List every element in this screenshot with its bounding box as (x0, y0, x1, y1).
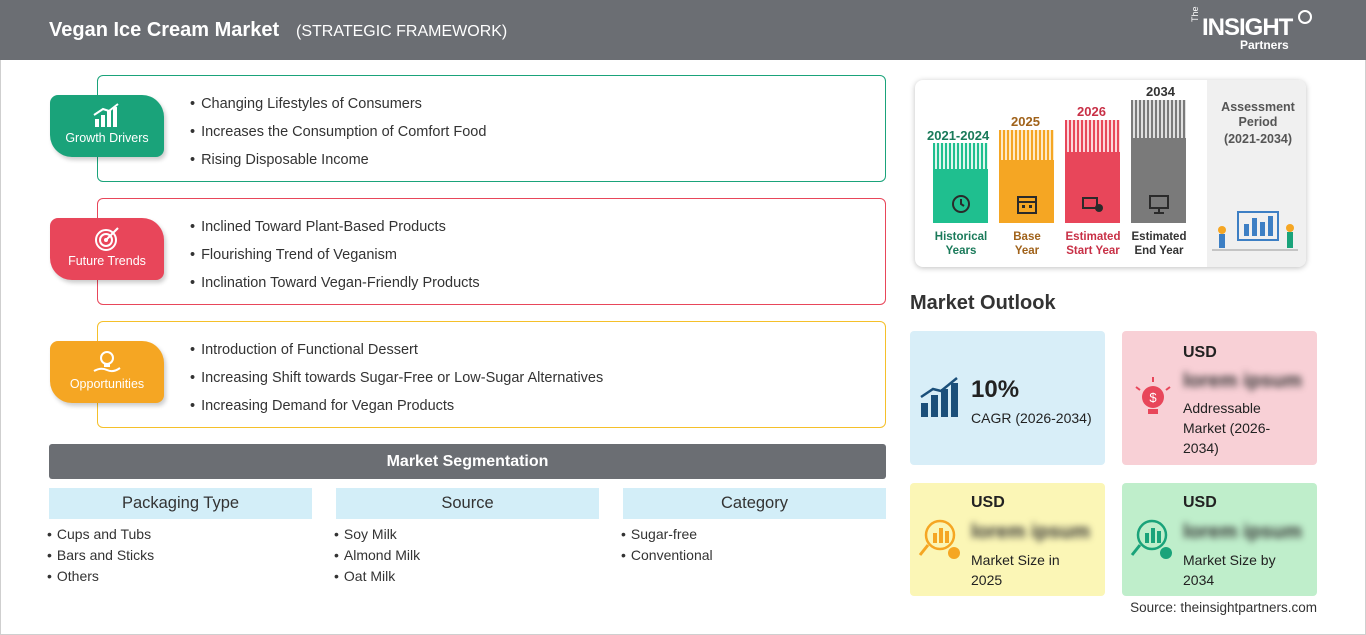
list-item: Inclination Toward Vegan-Friendly Produc… (190, 275, 480, 303)
period-label-start: Estimated Start Year (1058, 230, 1128, 258)
idea-dollar-icon: $ (1135, 377, 1171, 414)
segment-list-source: Soy Milk Almond Milk Oat Milk (334, 526, 420, 589)
assessment-period-label: Assessment Period (1221, 100, 1295, 129)
list-item: Increases the Consumption of Comfort Foo… (190, 124, 486, 152)
period-label-line1: Base (1013, 231, 1041, 243)
start-icon (1082, 197, 1103, 212)
future-trends-badge: Future Trends (50, 218, 164, 280)
period-label-line2: Start Year (1066, 245, 1120, 257)
svg-text:$: $ (1149, 390, 1157, 405)
coin-chart-icon (1130, 519, 1172, 559)
growth-drivers-badge: Growth Drivers (50, 95, 164, 157)
opportunities-badge: Opportunities (50, 341, 164, 403)
period-label-line2: Years (945, 245, 977, 257)
size-2034-label: Market Size by 2034 (1183, 552, 1276, 588)
future-trends-label: Future Trends (68, 254, 146, 268)
calendar-icon (1017, 196, 1037, 214)
period-year-end: 2034 (1146, 84, 1175, 99)
source-credit: Source: theinsightpartners.com (1130, 600, 1317, 615)
period-label-line2: End Year (1134, 245, 1184, 257)
logo-insight: INSIGHT (1202, 14, 1293, 41)
market-size-2034-card: USD lorem ipsum Market Size by 2034 (1122, 483, 1317, 596)
list-item: Inclined Toward Plant-Based Products (190, 219, 480, 247)
list-item: Cups and Tubs (47, 526, 154, 547)
logo-partners: Partners (1240, 38, 1289, 52)
growth-bars-icon (920, 377, 958, 417)
opportunities-list: Introduction of Functional Dessert Incre… (190, 342, 603, 426)
list-item: Increasing Demand for Vegan Products (190, 398, 603, 426)
list-item: Changing Lifestyles of Consumers (190, 96, 486, 124)
list-item: Introduction of Functional Dessert (190, 342, 603, 370)
period-label-end: Estimated End Year (1124, 230, 1194, 258)
coin-chart-icon (918, 519, 960, 559)
list-item: Others (47, 568, 154, 589)
period-label-line1: Estimated (1065, 231, 1121, 243)
period-label-historical: Historical Years (926, 230, 996, 258)
opportunities-label: Opportunities (69, 377, 145, 391)
period-year-historical: 2021-2024 (927, 128, 990, 143)
list-item: Increasing Shift towards Sugar-Free or L… (190, 370, 603, 398)
period-year-start: 2026 (1077, 104, 1106, 119)
assessment-period-range: (2021-2034) (1223, 132, 1293, 146)
segment-heading-category: Category (623, 488, 886, 519)
monitor-icon (1149, 195, 1169, 214)
addressable-value: lorem ipsum (1183, 370, 1302, 392)
addressable-label: Addressable Market (2026-2034) (1183, 400, 1271, 456)
cagr-label: CAGR (2026-2034) (971, 410, 1092, 426)
period-label-line1: Historical (934, 231, 988, 243)
market-size-2025-card: USD lorem ipsum Market Size in 2025 (910, 483, 1105, 596)
future-trends-list: Inclined Toward Plant-Based Products Flo… (190, 219, 480, 303)
period-label-line2: Year (1014, 245, 1040, 257)
addressable-currency: USD (1183, 344, 1217, 361)
cagr-value: 10% (971, 376, 1020, 403)
analytics-people-icon (1212, 211, 1298, 251)
list-item: Soy Milk (334, 526, 420, 547)
segment-list-category: Sugar-free Conventional (621, 526, 713, 568)
page-subtitle: (STRATEGIC FRAMEWORK) (296, 23, 508, 40)
opportunities-box: Introduction of Functional Dessert Incre… (97, 321, 886, 428)
period-bar-historical (933, 143, 988, 223)
period-year-base: 2025 (1011, 114, 1040, 129)
size-2034-value: lorem ipsum (1183, 521, 1302, 543)
list-item: Conventional (621, 547, 713, 568)
growth-drivers-label: Growth Drivers (65, 131, 149, 145)
size-2034-currency: USD (1183, 494, 1217, 511)
cagr-card: 10% CAGR (2026-2034) (910, 331, 1105, 465)
period-bar-end (1131, 100, 1186, 223)
target-icon (95, 227, 119, 251)
logo-the: The (1190, 6, 1200, 22)
segment-list-packaging: Cups and Tubs Bars and Sticks Others (47, 526, 154, 589)
list-item: Almond Milk (334, 547, 420, 568)
period-bar-start (1065, 120, 1120, 223)
list-item: Flourishing Trend of Veganism (190, 247, 480, 275)
list-item: Sugar-free (621, 526, 713, 547)
list-item: Rising Disposable Income (190, 152, 486, 180)
segment-heading-source: Source (336, 488, 599, 519)
lightbulb-hand-icon (93, 351, 121, 373)
list-item: Bars and Sticks (47, 547, 154, 568)
growth-drivers-box: Changing Lifestyles of Consumers Increas… (97, 75, 886, 182)
period-label-base: Base Year (992, 230, 1062, 258)
future-trends-box: Inclined Toward Plant-Based Products Flo… (97, 198, 886, 305)
market-outlook-title: Market Outlook (910, 292, 1056, 314)
market-segmentation-title: Market Segmentation (49, 444, 886, 479)
list-item: Oat Milk (334, 568, 420, 589)
header-bar: Vegan Ice Cream Market (STRATEGIC FRAMEW… (0, 0, 1366, 60)
size-2025-currency: USD (971, 494, 1005, 511)
size-2025-label: Market Size in 2025 (971, 552, 1060, 588)
growth-drivers-list: Changing Lifestyles of Consumers Increas… (190, 96, 486, 180)
page-title: Vegan Ice Cream Market (49, 19, 280, 41)
growth-chart-icon (93, 103, 119, 127)
addressable-market-card: $ USD lorem ipsum Addressable Market (20… (1122, 331, 1317, 465)
insight-partners-logo: The INSIGHT Partners (1190, 6, 1320, 54)
segment-heading-packaging: Packaging Type (49, 488, 312, 519)
period-label-line1: Estimated (1131, 231, 1187, 243)
history-icon (952, 195, 970, 213)
size-2025-value: lorem ipsum (971, 521, 1090, 543)
logo-ring-icon (1298, 10, 1312, 24)
